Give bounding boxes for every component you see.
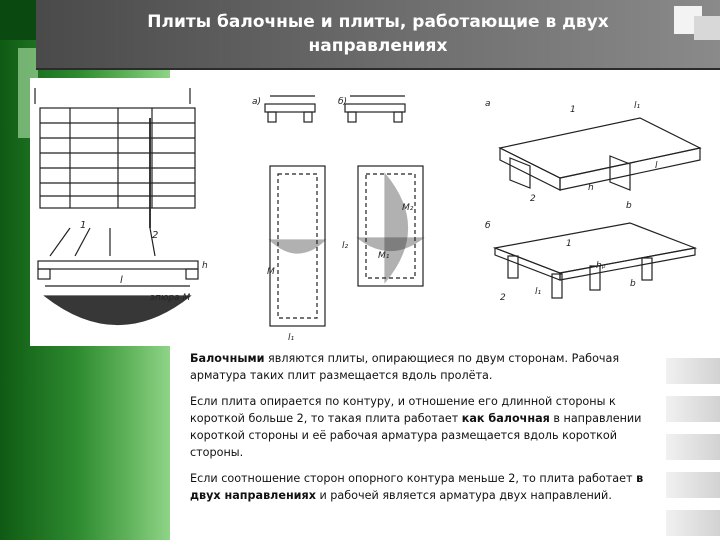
slab-section — [37, 260, 199, 270]
decor-tab — [666, 434, 720, 460]
label-2: 2 — [152, 230, 158, 241]
label-a-paren: а) — [252, 97, 261, 107]
decor-tab — [666, 358, 720, 384]
isometric-views — [492, 117, 702, 299]
title-line-1: Плиты балочные и плиты, работающие в дву… — [147, 12, 609, 32]
sidebar-dark-block — [0, 0, 36, 40]
label-l1-iso: l₁ — [634, 101, 641, 111]
label-b-flat: b — [630, 279, 636, 289]
body-text: Балочными являются плиты, опирающиеся по… — [190, 350, 660, 530]
p1-rest: являются плиты, опирающиеся по двум стор… — [190, 352, 620, 382]
paragraph-1: Балочными являются плиты, опирающиеся по… — [190, 350, 660, 384]
p1-bold: Балочными — [190, 352, 265, 365]
plan-view — [34, 88, 199, 326]
label-h-iso: h — [588, 183, 594, 193]
p3-bold: в двух направлениях — [190, 472, 644, 502]
title-underline — [36, 68, 720, 70]
label-a: а — [485, 99, 491, 109]
label-b: б — [485, 221, 491, 231]
label-b-iso: b — [626, 201, 632, 211]
right-decorative-tabs — [666, 358, 720, 538]
label-l-iso: l — [655, 161, 658, 171]
moment-epure — [43, 295, 192, 326]
decor-tab — [666, 396, 720, 422]
label-2-iso: 2 — [530, 194, 536, 204]
label-M2: M₂ — [402, 203, 414, 213]
label-1-iso: 1 — [570, 105, 576, 115]
label-M: M — [267, 267, 275, 277]
label-l2: l₂ — [342, 241, 349, 251]
plan-square-slab — [357, 165, 424, 287]
decor-tab — [666, 510, 720, 536]
label-h: h — [202, 261, 208, 271]
label-M1: M₁ — [378, 251, 390, 261]
label-2-flat: 2 — [500, 293, 506, 303]
decor-tab — [666, 472, 720, 498]
label-l1: l₁ — [288, 333, 295, 343]
slab-diagram-svg: 1 2 l эпюра M h а) б) M M₁ M₂ l₁ l₂ — [34, 88, 702, 343]
page-title: Плиты балочные и плиты, работающие в дву… — [36, 10, 720, 58]
label-b-paren: б) — [338, 97, 347, 107]
load-schemes — [264, 95, 425, 327]
plan-long-slab — [269, 165, 326, 327]
slab-diagram: 1 2 l эпюра M h а) б) M M₁ M₂ l₁ l₂ — [30, 78, 720, 346]
title-bar — [36, 0, 720, 68]
label-epure: эпюра M — [150, 293, 190, 303]
p2-end: в направлении короткой стороны и её рабо… — [190, 412, 642, 459]
label-l1-flat: l₁ — [535, 287, 542, 297]
label-h1-flat: hₚ — [596, 261, 606, 271]
p3-end: и рабочей является арматура двух направл… — [315, 489, 612, 502]
label-1-flat: 1 — [566, 239, 572, 249]
corner-decoration — [694, 16, 720, 40]
label-1: 1 — [80, 220, 86, 231]
p2-start: Если плита опирается по контуру, и отнош… — [190, 395, 616, 425]
paragraph-2: Если плита опирается по контуру, и отнош… — [190, 393, 660, 461]
p2-bold: как балочная — [461, 412, 550, 425]
title-line-2: направлениях — [308, 36, 448, 56]
label-l: l — [120, 275, 123, 286]
p3-start: Если соотношение сторон опорного контура… — [190, 472, 637, 485]
paragraph-3: Если соотношение сторон опорного контура… — [190, 470, 660, 504]
